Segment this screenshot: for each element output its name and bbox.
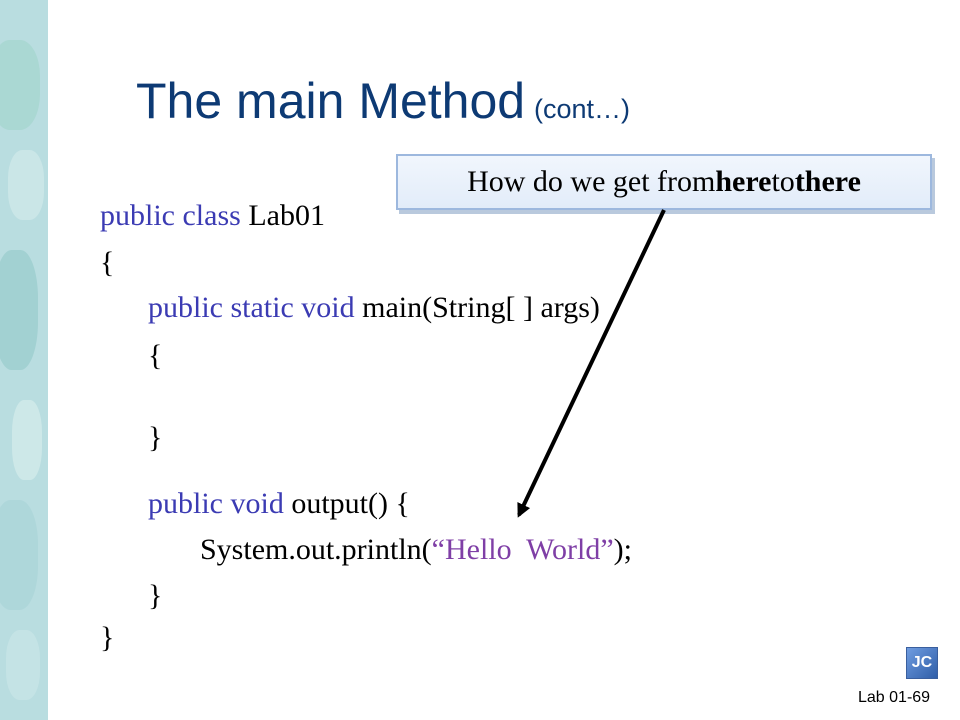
title-sub: (cont…) (533, 94, 631, 124)
code-keyword: public static void (148, 291, 355, 324)
decorative-sidebar (0, 0, 48, 720)
code-line-5: } (148, 421, 163, 454)
code-line-3: public static void main(String[ ] args) (148, 290, 600, 326)
code-text: output() { (283, 487, 410, 520)
slide-number: Lab 01-69 (858, 689, 931, 706)
code-text: Lab01 (240, 199, 325, 232)
callout-text-before: How do we get from (467, 165, 716, 198)
callout-here: here (715, 165, 772, 198)
arrow-line (517, 209, 666, 518)
code-line-1: public class Lab01 (100, 198, 325, 234)
code-text: main(String[ ] args) (354, 291, 600, 324)
jc-logo-icon: JC (906, 647, 938, 679)
code-string: “Hello World” (431, 533, 614, 566)
code-line-7: System.out.println(“Hello World”); (200, 532, 632, 568)
code-line-6: public void output() { (148, 486, 410, 522)
code-line-4: { (148, 339, 163, 372)
page-title: The main Method (cont…) (136, 72, 630, 130)
code-text: System.out.println( (200, 533, 432, 566)
callout-there: there (794, 165, 861, 198)
question-callout: How do we get from here to there (396, 154, 932, 210)
code-keyword: public void (148, 487, 284, 520)
code-text: ); (613, 533, 632, 566)
code-keyword: public class (100, 199, 241, 232)
title-main: The main Method (136, 73, 526, 129)
code-line-2: { (100, 246, 115, 279)
code-line-9: } (100, 621, 115, 654)
code-line-8: } (148, 579, 163, 612)
callout-text-mid: to (771, 165, 795, 198)
